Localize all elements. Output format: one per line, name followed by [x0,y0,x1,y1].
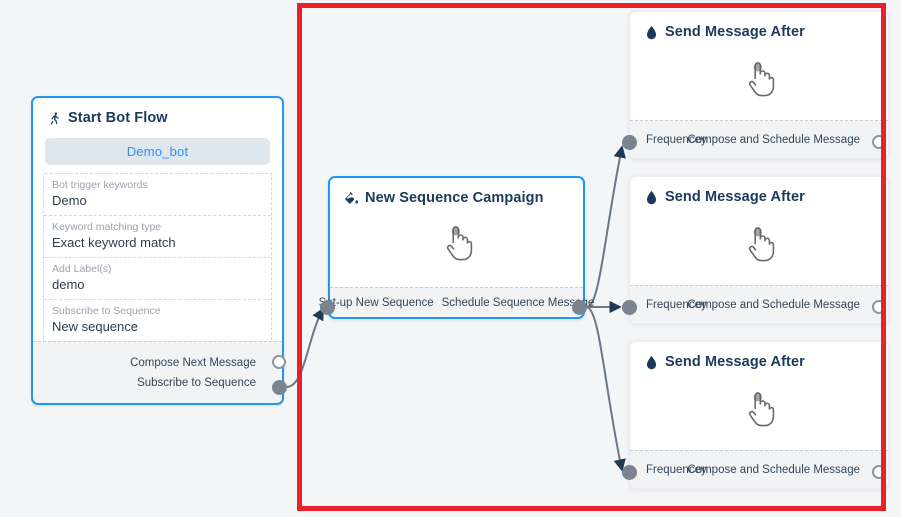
node-new-sequence-campaign[interactable]: New Sequence Campaign Set-up New Sequenc… [319,176,594,319]
send-message-after-title-3: Send Message After [630,342,888,376]
message-body-1 [630,46,888,112]
edge-subscribe-to-campaign [286,307,324,388]
start-bot-flow-title: Start Bot Flow [33,98,282,132]
field-subscribe-to-sequence[interactable]: Subscribe to Sequence New sequence [44,300,271,342]
water-drop-icon [644,189,659,205]
port-label-setup-new-sequence[interactable]: Set-up New Sequence [318,296,434,309]
pointing-hand-cursor [446,226,472,261]
node-start-bot-flow[interactable]: Start Bot Flow Demo_bot Bot trigger keyw… [31,96,284,405]
port-label-frequency-1[interactable]: Frequencey [646,133,707,146]
field-value: Demo [52,193,87,208]
send-message-after-title-text-1: Send Message After [665,24,805,40]
port-frequency-3[interactable] [622,465,637,480]
port-compose-and-schedule-3[interactable] [872,465,886,479]
port-subscribe-to-sequence[interactable] [272,380,287,395]
new-sequence-campaign-title-text: New Sequence Campaign [365,190,544,206]
field-label: Subscribe to Sequence [52,305,161,317]
port-frequency-2[interactable] [622,300,637,315]
start-bot-flow-footer: Compose Next Message Subscribe to Sequen… [33,341,282,403]
edge-campaign-to-message-1 [586,145,626,308]
edge-campaign-to-message-3 [586,306,626,472]
water-drop-icon [644,24,659,40]
pointing-hand-cursor [748,392,775,427]
port-compose-next-message[interactable] [272,355,286,369]
field-label: Keyword matching type [52,221,162,233]
port-schedule-sequence-message[interactable] [572,300,587,315]
node-send-message-after-3[interactable]: Send Message After Frequencey Compose an… [629,341,889,489]
start-bot-flow-title-text: Start Bot Flow [68,110,168,126]
send-message-after-title-text-2: Send Message After [665,189,805,205]
send-message-after-footer-3: Frequencey Compose and Schedule Message [630,450,888,488]
bot-name-pill[interactable]: Demo_bot [45,138,270,165]
paint-bucket-icon [344,190,359,206]
port-label-frequency-3[interactable]: Frequencey [646,463,707,476]
campaign-footer: Set-up New Sequence Schedule Sequence Me… [319,287,594,317]
port-frequency-1[interactable] [622,135,637,150]
node-send-message-after-1[interactable]: Send Message After Frequencey Compose an… [629,11,889,159]
send-message-after-footer-1: Frequencey Compose and Schedule Message [630,120,888,158]
field-add-labels[interactable]: Add Label(s) demo [44,258,271,300]
field-label: Add Label(s) [52,263,112,275]
port-label-schedule-sequence-message[interactable]: Schedule Sequence Message [441,296,595,309]
node-send-message-after-2[interactable]: Send Message After Frequencey Compose an… [629,176,889,324]
water-drop-icon [644,354,659,370]
send-message-after-title-text-3: Send Message After [665,354,805,370]
field-label: Bot trigger keywords [52,179,148,191]
message-body-3 [630,376,888,442]
pointing-hand-cursor [748,227,775,262]
port-label-subscribe-to-sequence[interactable]: Subscribe to Sequence [137,376,256,389]
field-value: Exact keyword match [52,235,176,250]
port-label-compose-next-message[interactable]: Compose Next Message [130,356,256,369]
send-message-after-title-1: Send Message After [630,12,888,46]
field-keyword-matching-type[interactable]: Keyword matching type Exact keyword matc… [44,216,271,258]
port-label-frequency-2[interactable]: Frequencey [646,298,707,311]
port-setup-new-sequence[interactable] [320,300,335,315]
port-label-compose-and-schedule-3[interactable]: Compose and Schedule Message [687,463,860,476]
field-bot-trigger-keywords[interactable]: Bot trigger keywords Demo [44,174,271,216]
field-value: demo [52,277,85,292]
send-message-after-footer-2: Frequencey Compose and Schedule Message [630,285,888,323]
new-sequence-campaign-title: New Sequence Campaign [330,178,583,212]
message-body-2 [630,211,888,277]
port-compose-and-schedule-1[interactable] [872,135,886,149]
port-label-compose-and-schedule-2[interactable]: Compose and Schedule Message [687,298,860,311]
campaign-body [330,212,583,274]
port-compose-and-schedule-2[interactable] [872,300,886,314]
pointing-hand-cursor [748,62,775,97]
running-person-icon [47,110,62,126]
field-value: New sequence [52,319,138,334]
start-bot-flow-fields: Bot trigger keywords Demo Keyword matchi… [43,173,272,342]
send-message-after-title-2: Send Message After [630,177,888,211]
port-label-compose-and-schedule-1[interactable]: Compose and Schedule Message [687,133,860,146]
